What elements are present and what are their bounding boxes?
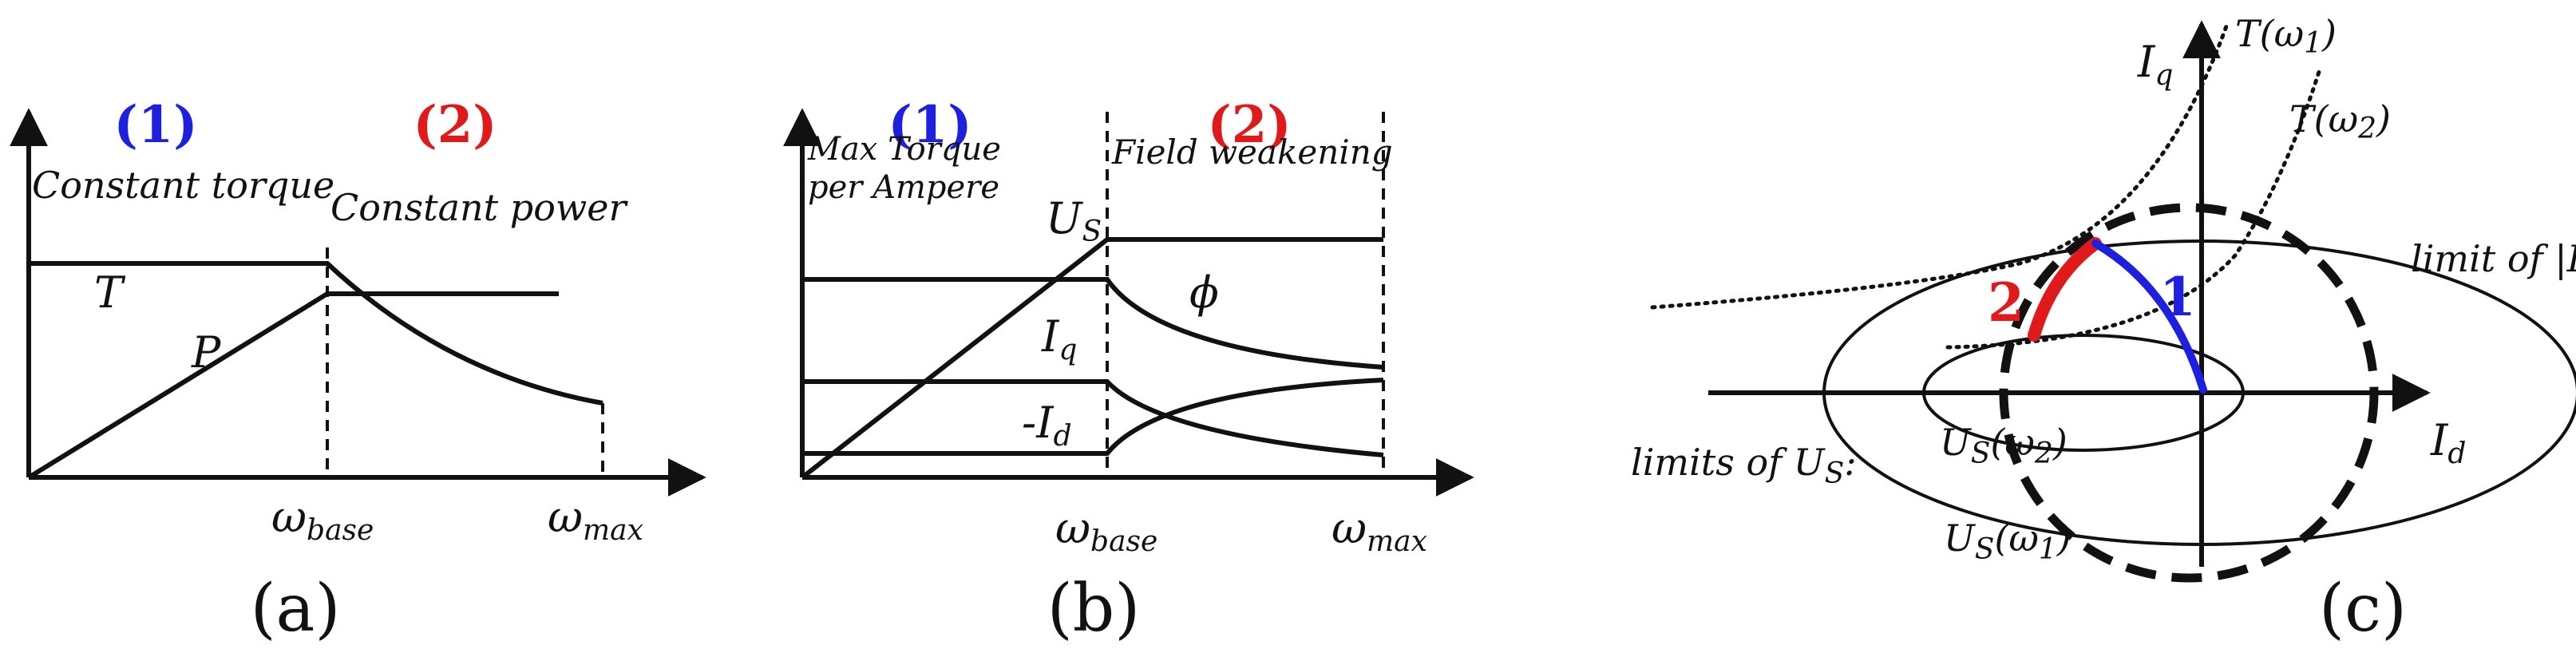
panel-a-region1-label: (1) [113,95,197,155]
panel-b-iq-label: Iq [1041,311,1077,366]
panel-b-region1-title-line1: Max Torque [807,131,1001,168]
panel-b-phi-curve [802,277,1384,370]
panel-a-tick-base: ωbase [271,492,374,547]
panel-a: (1) (2) Constant torque Constant power T… [9,95,706,647]
panel-c-torque-w2-label: T(ω2) [2289,97,2391,145]
panel-b-region1-title-line2: per Ampere [808,169,999,206]
panel-a-torque-label: T [94,267,126,318]
panel-c-current-limit-circle [1999,203,2379,583]
panel-c-path-2 [2028,237,2102,342]
panel-a-power-label: P [191,327,222,378]
panel-a-region2-label: (2) [413,95,497,155]
panel-c-us-w2-label: US(ω2) [1940,421,2068,470]
panel-c-current-limit-label: limit of |I| [2411,237,2576,280]
panel-a-region2-title: Constant power [330,186,629,229]
panel-a-tick-max: ωmax [548,492,643,547]
panel-b-tick-base: ωbase [1055,503,1157,558]
panel-b-us-label: US [1046,193,1102,248]
panel-b-region1-label: (1) [888,95,971,155]
panel-a-power-curve [27,291,559,480]
panel-b-region2-label: (2) [1207,95,1291,155]
panel-a-region1-title: Constant torque [32,164,334,207]
panel-c-us-w1-label: US(ω1) [1944,516,2071,566]
panel-c-iq-axis-label: Iq [2137,37,2173,92]
panel-a-caption: (a) [251,571,341,647]
panel-c-path-1-label: 1 [2159,266,2196,328]
panel-c: Iq Id T(ω1) T(ω2) limit of |I| limits of… [1631,12,2576,647]
panel-b: (1) (2) Max Torque per Ampere Field weak… [783,95,1474,647]
panel-b-caption: (b) [1047,571,1140,647]
panel-c-path-2-label: 2 [1988,271,2024,334]
panel-c-torque-w1-label: T(ω1) [2235,12,2337,60]
panel-b-region2-title: Field weakening [1111,133,1393,172]
panel-c-caption: (c) [2319,571,2407,647]
panel-c-id-axis-label: Id [2430,415,2466,470]
panel-c-torque-w1-curve [1650,22,2230,310]
panel-c-path-1 [2091,239,2207,394]
panel-a-torque-curve [29,261,603,406]
panel-c-voltage-limits-label: limits of US: [1631,441,1857,490]
panel-b-id-label: -Id [1022,398,1072,453]
panel-b-id-curve [802,378,1384,456]
panel-b-tick-max: ωmax [1332,503,1427,558]
panel-b-phi-label: ϕ [1189,267,1219,318]
panel-c-us-w1-ellipse [1822,239,2576,546]
panel-c-torque-w2-curve [1945,69,2321,350]
panel-b-iq-curve [802,379,1384,457]
panel-b-us-curve [801,237,1383,480]
panel-c-us-w2-ellipse [1922,334,2245,452]
